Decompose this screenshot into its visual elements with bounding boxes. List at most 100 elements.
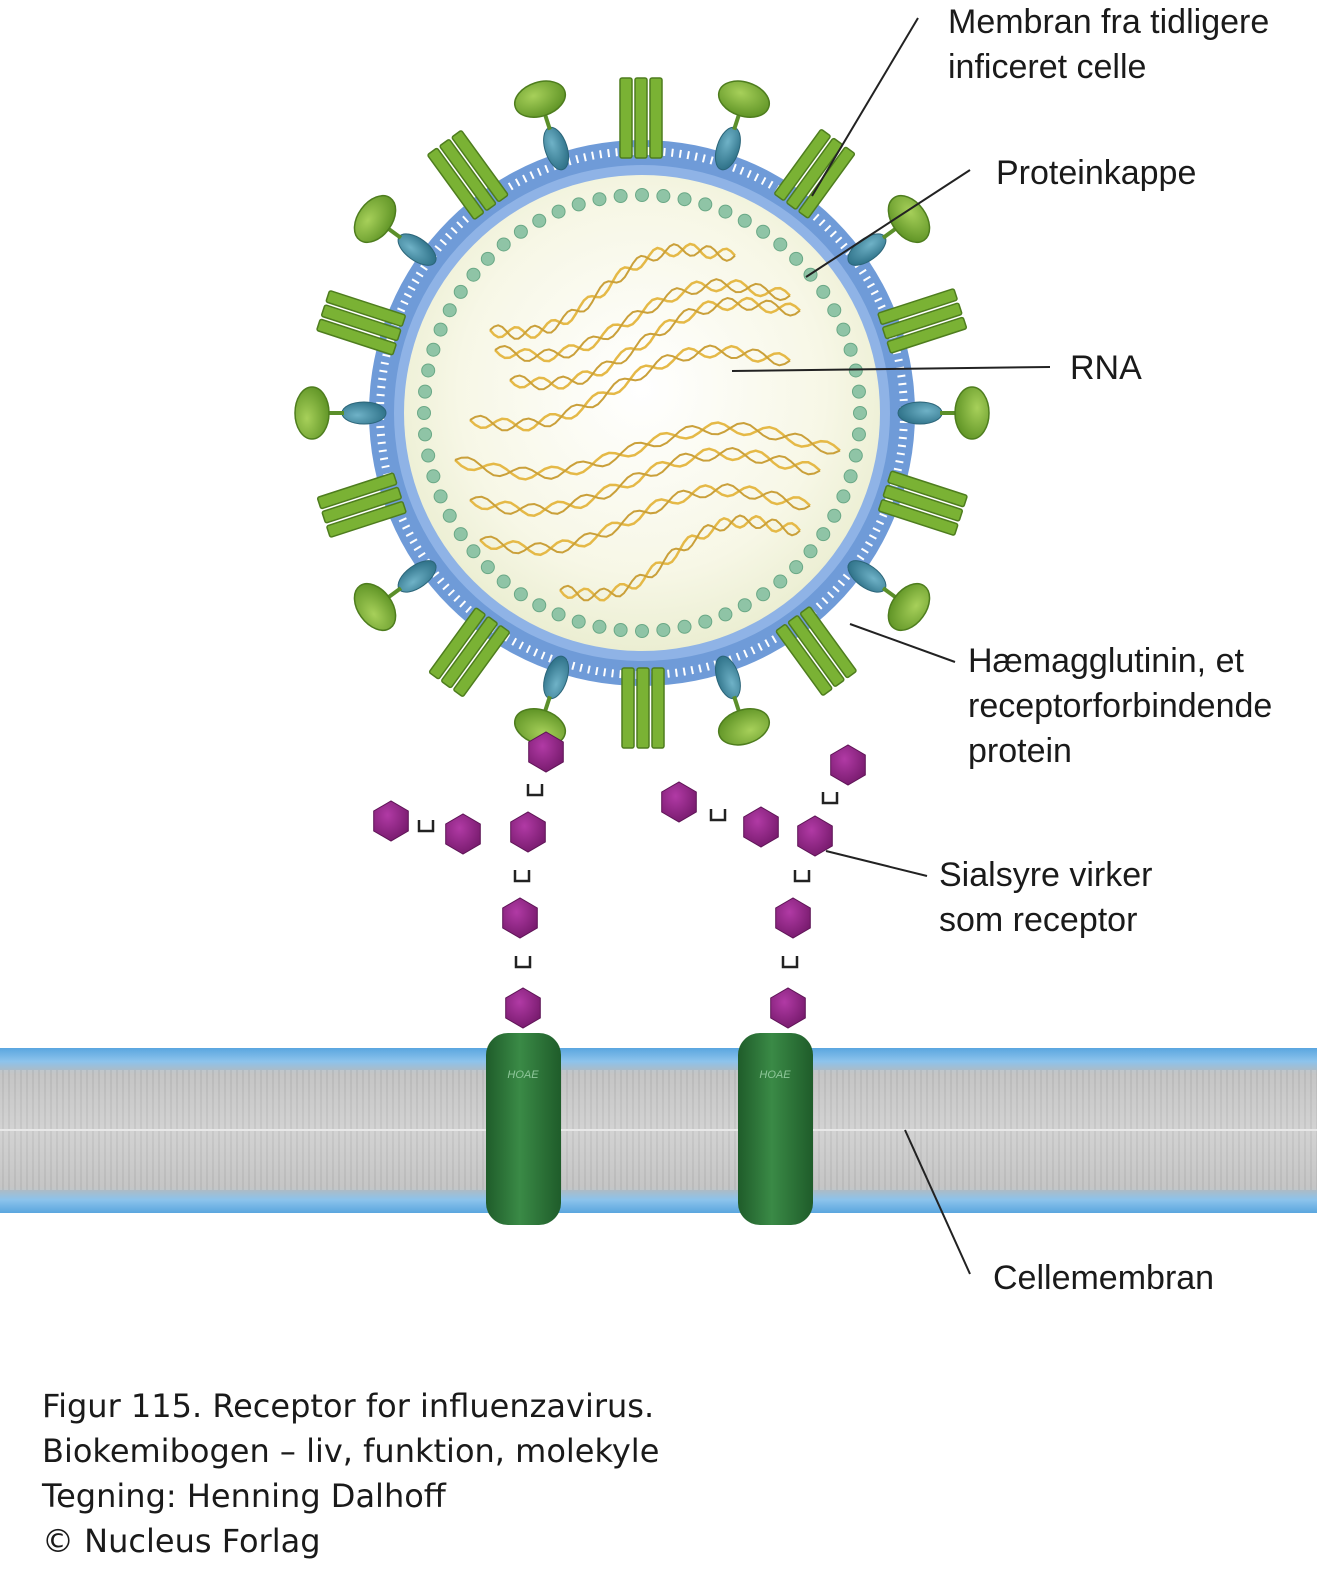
label-cell-membrane: Cellemembran <box>993 1256 1214 1301</box>
leader-line-sialic-acid <box>825 850 928 877</box>
protein-coat-dot <box>677 192 692 207</box>
leader-line-protein-coat <box>805 169 971 278</box>
protein-coat-dot <box>635 188 649 202</box>
protein-coat-dot <box>853 406 867 420</box>
protein-coat-dot <box>698 197 713 212</box>
neuraminidase-head <box>887 582 931 632</box>
neuraminidase-head <box>954 386 990 440</box>
rna-helix-strand <box>469 446 821 515</box>
sialic-acid-sugar <box>445 813 481 855</box>
label-rna-line1: RNA <box>1070 349 1142 387</box>
protein-coat-dot <box>848 448 863 463</box>
neuraminidase-head <box>294 386 330 440</box>
hemagglutinin-spike <box>316 472 407 538</box>
hemagglutinin-bar <box>619 77 633 159</box>
protein-coat-dot <box>496 237 511 252</box>
glycosidic-link <box>793 870 811 883</box>
protein-coat-dot <box>851 384 866 399</box>
hemagglutinin-spike <box>316 290 406 356</box>
figure-caption: Figur 115. Receptor for influenzavirus. … <box>42 1384 659 1564</box>
protein-coat-dot <box>453 527 468 542</box>
leader-line-hemagglutinin <box>849 623 956 663</box>
sialic-acid-sugar <box>770 987 806 1029</box>
hemagglutinin-spike <box>774 129 856 219</box>
protein-coat-dot <box>737 598 752 613</box>
hemagglutinin-spike <box>878 470 968 536</box>
neuraminidase-base <box>897 401 943 425</box>
caption-illustrator: Tegning: Henning Dalhoff <box>42 1477 446 1515</box>
label-viral-membrane: Membran fra tidligere inficeret celle <box>948 0 1269 90</box>
hemagglutinin-spike <box>427 130 509 220</box>
sialic-acid-sugar <box>505 987 541 1029</box>
protein-coat-dot <box>532 598 547 613</box>
protein-coat-dot <box>571 197 586 212</box>
protein-coat-dot <box>718 607 733 622</box>
protein-coat-dot <box>418 384 433 399</box>
label-viral-membrane-line1: Membran fra tidligere <box>948 3 1270 41</box>
viral-surface-spikes <box>294 77 990 749</box>
receptor-protein-left: HOAE <box>486 1033 561 1225</box>
protein-coat-dot <box>843 469 858 484</box>
sialic-acid-sugar <box>528 731 564 773</box>
rna-helix-strand <box>469 344 791 432</box>
protein-coat-dot <box>480 251 495 266</box>
hemagglutinin-bar <box>428 607 486 680</box>
neuraminidase-base <box>341 401 387 425</box>
protein-coat-dot <box>737 213 752 228</box>
rna-helix-strand <box>509 296 801 391</box>
hemagglutinin-bar <box>316 472 398 510</box>
label-hemagglutinin: Hæmagglutinin, et receptorforbindende pr… <box>968 639 1272 774</box>
leader-line-rna <box>731 366 1051 372</box>
protein-coat-dot <box>789 560 804 575</box>
protein-coat-dot <box>513 587 528 602</box>
label-sialic-acid: Sialsyre virker som receptor <box>939 853 1152 943</box>
neuraminidase-spike <box>714 655 771 746</box>
protein-coat-dot <box>571 614 586 629</box>
protein-coat-dot <box>635 624 649 638</box>
hemagglutinin-bar <box>621 667 635 749</box>
hemagglutinin-bar <box>878 499 959 536</box>
hemagglutinin-bar <box>453 625 510 697</box>
leader-line-cell-membrane <box>904 1129 971 1275</box>
protein-coat-dot <box>613 189 628 204</box>
hemagglutinin-bar <box>877 288 958 325</box>
protein-coat-dot <box>843 342 858 357</box>
rna-strands <box>454 242 841 602</box>
protein-coat-dot <box>773 574 788 589</box>
hemagglutinin-bar <box>441 616 498 689</box>
neuraminidase-spike <box>714 80 771 171</box>
protein-coat-dot <box>466 267 481 282</box>
protein-coat-dot <box>803 544 818 559</box>
neuraminidase-head <box>717 80 771 118</box>
protein-coat-dot <box>417 406 431 420</box>
sialic-acid-sugar <box>775 897 811 939</box>
cell-membrane <box>0 1048 1317 1213</box>
protein-coat-dot <box>453 284 468 299</box>
protein-coat-dot <box>480 560 495 575</box>
protein-coat-dot <box>851 427 866 442</box>
hemagglutinin-bar <box>325 290 406 327</box>
protein-coat-dot <box>466 544 481 559</box>
neuraminidase-spike <box>897 386 990 440</box>
protein-coat-dot <box>836 489 851 504</box>
protein-coat-dot <box>592 619 607 634</box>
protein-coat-dot <box>592 192 607 207</box>
protein-coat-dot <box>551 607 566 622</box>
sialic-acid-chains <box>373 731 866 1029</box>
svg-text:HOAE: HOAE <box>759 1069 791 1081</box>
protein-coat-dot <box>433 322 448 337</box>
glycosidic-link <box>781 956 799 969</box>
protein-coat-dot <box>532 213 547 228</box>
protein-coat-dot <box>656 622 671 637</box>
receptor-protein-right: HOAE <box>738 1033 813 1225</box>
leader-line-membrane <box>811 17 919 197</box>
rna-helix-strand <box>559 514 801 602</box>
neuraminidase-spike <box>353 194 437 266</box>
hemagglutinin-bar <box>882 302 963 340</box>
hemagglutinin-bar <box>651 667 665 749</box>
neuraminidase-spike <box>353 560 437 632</box>
neuraminidase-head <box>513 80 567 118</box>
hemagglutinin-bar <box>774 129 831 201</box>
glycosidic-link <box>526 784 544 797</box>
neuraminidase-head <box>353 194 397 244</box>
